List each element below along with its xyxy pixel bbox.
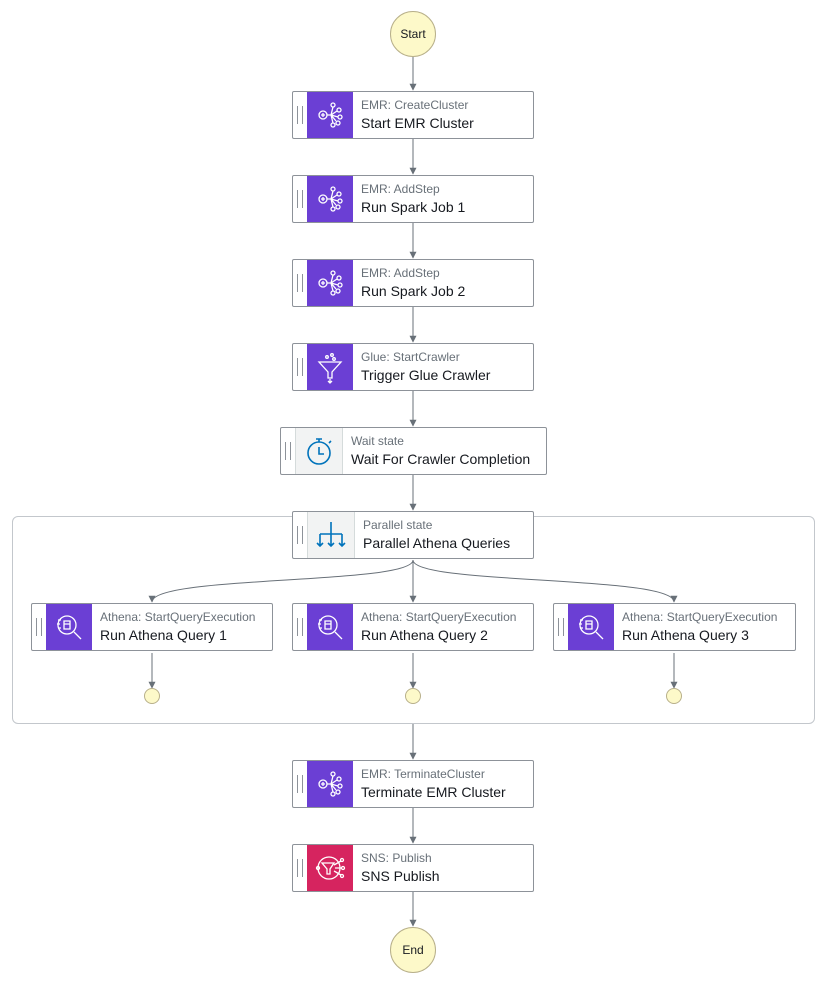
branch-end-1 [144, 688, 160, 704]
state-type: Glue: StartCrawler [361, 349, 460, 364]
drag-handle[interactable] [293, 604, 307, 650]
glue-icon [307, 344, 353, 390]
parallel-icon [307, 512, 355, 558]
branch-end-2 [405, 688, 421, 704]
state-type: EMR: CreateCluster [361, 97, 469, 112]
state-name: Wait For Crawler Completion [351, 450, 531, 467]
state-run-athena-query-3[interactable]: Athena: StartQueryExecution Run Athena Q… [553, 603, 796, 651]
state-name: Run Spark Job 1 [361, 198, 466, 215]
end-node[interactable]: End [390, 927, 436, 973]
state-type: Athena: StartQueryExecution [361, 609, 517, 624]
state-start-emr-cluster[interactable]: EMR: CreateCluster Start EMR Cluster [292, 91, 534, 139]
state-name: Run Athena Query 1 [100, 626, 227, 643]
stopwatch-icon [295, 428, 343, 474]
state-terminate-emr-cluster[interactable]: EMR: TerminateCluster Terminate EMR Clus… [292, 760, 534, 808]
athena-icon [568, 604, 614, 650]
sns-icon [307, 845, 353, 891]
state-run-athena-query-1[interactable]: Athena: StartQueryExecution Run Athena Q… [31, 603, 273, 651]
state-type: Athena: StartQueryExecution [100, 609, 256, 624]
state-name: Run Spark Job 2 [361, 282, 466, 299]
state-parallel-athena-queries[interactable]: Parallel state Parallel Athena Queries [292, 511, 534, 559]
drag-handle[interactable] [554, 604, 568, 650]
drag-handle[interactable] [293, 761, 307, 807]
state-sns-publish[interactable]: SNS: Publish SNS Publish [292, 844, 534, 892]
drag-handle[interactable] [293, 344, 307, 390]
state-name: Start EMR Cluster [361, 114, 474, 131]
branch-end-3 [666, 688, 682, 704]
state-run-athena-query-2[interactable]: Athena: StartQueryExecution Run Athena Q… [292, 603, 534, 651]
edge-parallel-to-athena3 [412, 559, 678, 603]
drag-handle[interactable] [293, 260, 307, 306]
state-type: Parallel state [363, 517, 433, 532]
state-type: SNS: Publish [361, 850, 432, 865]
edge-parallel-to-athena1 [148, 559, 414, 603]
athena-icon [46, 604, 92, 650]
state-trigger-glue-crawler[interactable]: Glue: StartCrawler Trigger Glue Crawler [292, 343, 534, 391]
emr-icon [307, 92, 353, 138]
athena-icon [307, 604, 353, 650]
drag-handle[interactable] [281, 428, 295, 474]
emr-icon [307, 761, 353, 807]
drag-handle[interactable] [32, 604, 46, 650]
state-name: Parallel Athena Queries [363, 534, 511, 551]
emr-icon [307, 176, 353, 222]
start-label: Start [400, 27, 426, 41]
state-run-spark-job-1[interactable]: EMR: AddStep Run Spark Job 1 [292, 175, 534, 223]
state-type: Athena: StartQueryExecution [622, 609, 778, 624]
state-name: Terminate EMR Cluster [361, 783, 506, 800]
state-name: SNS Publish [361, 867, 440, 884]
end-label: End [402, 943, 424, 957]
emr-icon [307, 260, 353, 306]
drag-handle[interactable] [293, 512, 307, 558]
state-type: EMR: TerminateCluster [361, 766, 485, 781]
start-node[interactable]: Start [390, 11, 436, 57]
state-type: EMR: AddStep [361, 181, 440, 196]
state-name: Trigger Glue Crawler [361, 366, 491, 383]
drag-handle[interactable] [293, 92, 307, 138]
state-name: Run Athena Query 2 [361, 626, 488, 643]
state-run-spark-job-2[interactable]: EMR: AddStep Run Spark Job 2 [292, 259, 534, 307]
state-type: Wait state [351, 433, 404, 448]
state-name: Run Athena Query 3 [622, 626, 749, 643]
state-wait-for-crawler-completion[interactable]: Wait state Wait For Crawler Completion [280, 427, 547, 475]
drag-handle[interactable] [293, 176, 307, 222]
drag-handle[interactable] [293, 845, 307, 891]
state-type: EMR: AddStep [361, 265, 440, 280]
